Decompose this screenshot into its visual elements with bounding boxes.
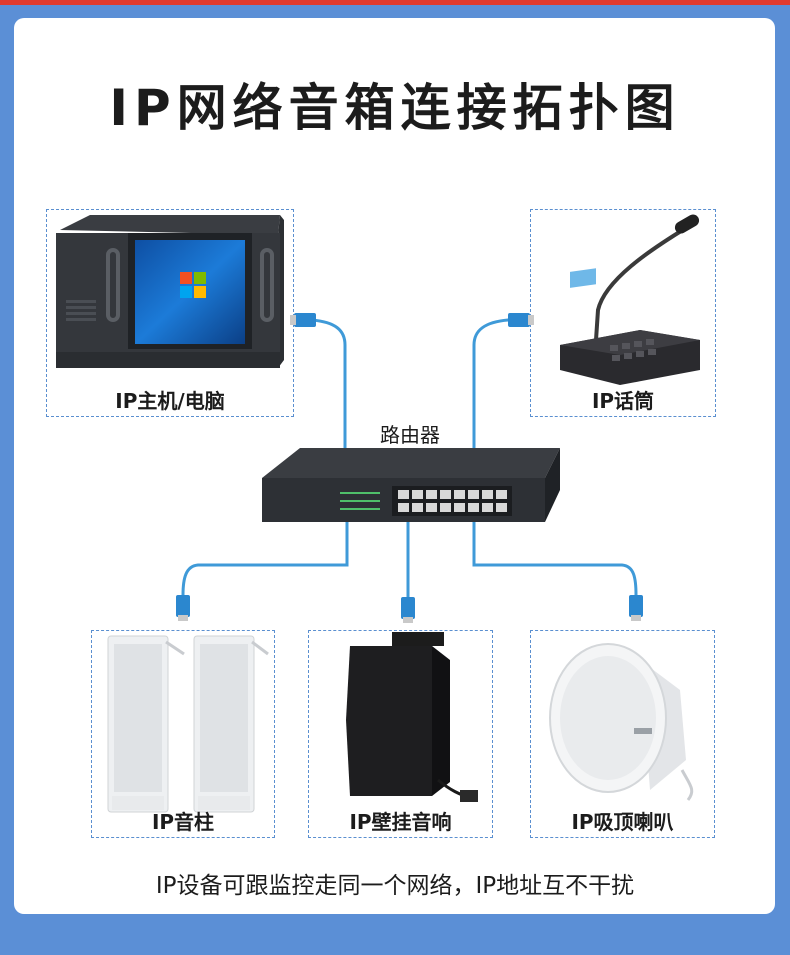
mic-box: [530, 209, 716, 417]
column-speaker-label: IP音柱: [151, 810, 215, 834]
rj45-ceiling: [629, 595, 643, 621]
rj45-wall: [401, 597, 415, 623]
page-title: IP网络音箱连接拓扑图: [109, 79, 681, 137]
host-label: IP主机/电脑: [115, 389, 225, 413]
cable-host: [310, 318, 347, 462]
host-computer-image: [56, 215, 284, 368]
rj45-connectors: [176, 313, 643, 623]
column-speakers-image: [107, 635, 269, 813]
wall-speaker-image: [346, 632, 478, 802]
ip-microphone-image: [560, 214, 700, 385]
rj45-host: [290, 313, 316, 327]
ceiling-speaker-image: [549, 643, 694, 801]
ceiling-speaker-label: IP吸顶喇叭: [571, 810, 674, 834]
network-cables: [181, 318, 638, 602]
cable-column: [181, 518, 349, 597]
ceiling-speaker-box: [530, 630, 715, 838]
top-accent-bar: [0, 0, 790, 5]
host-box: [46, 209, 294, 417]
footer-note: IP设备可跟监控走同一个网络，IP地址互不干扰: [155, 873, 635, 899]
mic-label: IP话筒: [591, 389, 655, 413]
rj45-column: [176, 595, 190, 621]
cable-ceiling: [472, 518, 638, 597]
column-speaker-box: [91, 630, 275, 838]
wall-speaker-label: IP壁挂音响: [349, 810, 452, 834]
router-image: [262, 448, 560, 522]
rj45-mic: [508, 313, 534, 327]
cable-mic: [472, 318, 510, 462]
router-label: 路由器: [380, 423, 440, 447]
wall-speaker-box: [308, 630, 493, 838]
